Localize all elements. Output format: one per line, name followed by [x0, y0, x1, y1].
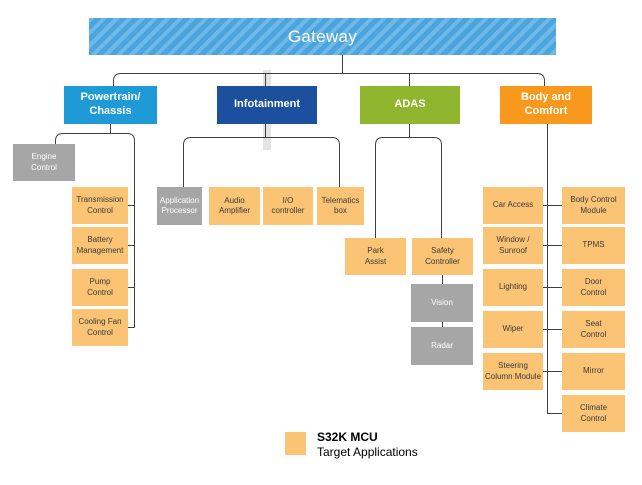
node-tpms: TPMS: [562, 227, 625, 264]
node-car-access: Car Access: [483, 187, 543, 224]
legend-title: S32K MCU: [317, 430, 378, 444]
node-lighting: Lighting: [483, 269, 543, 306]
node-safety-controller: Safety Controller: [412, 238, 473, 275]
legend-target-swatch: [285, 432, 306, 455]
node-telematics-box: Telematics box: [317, 187, 364, 225]
legend: S32K MCU Target Applications: [285, 430, 418, 460]
node-steering-column-module: Steering Column Module: [483, 353, 543, 390]
node-application-processor: Application Processor: [157, 187, 202, 225]
node-mirror: Mirror: [562, 353, 625, 390]
node-vision: Vision: [411, 284, 473, 322]
node-wiper: Wiper: [483, 311, 543, 348]
legend-text: S32K MCU Target Applications: [317, 430, 418, 460]
legend-subtitle: Target Applications: [317, 445, 418, 459]
node-window-sunroof: Window / Sunroof: [483, 227, 543, 264]
node-door-control: Door Control: [562, 269, 625, 306]
node-infotainment: Infotainment: [217, 86, 317, 124]
node-seat-control: Seat Control: [562, 311, 625, 348]
node-gateway: Gateway: [89, 18, 556, 55]
node-park-assist: Park Assist: [345, 238, 406, 275]
node-pump-control: Pump Control: [72, 269, 128, 306]
node-body-and-comfort: Body and Comfort: [500, 86, 592, 124]
node-radar: Radar: [411, 327, 473, 365]
node-powertrain-chassis: Powertrain/ Chassis: [64, 86, 157, 124]
node-climate-control: Climate Control: [562, 395, 625, 432]
node-body-control-module: Body Control Module: [562, 187, 625, 224]
node-adas: ADAS: [360, 86, 460, 124]
node-cooling-fan-control: Cooling Fan Control: [72, 309, 128, 346]
node-transmission-control: Transmission Control: [72, 187, 128, 224]
node-engine-control: Engine Control: [13, 144, 75, 181]
node-io-controller: I/O controller: [263, 187, 313, 225]
node-battery-management: Battery Management: [72, 227, 128, 264]
node-audio-amplifier: Audio Amplifier: [209, 187, 260, 225]
